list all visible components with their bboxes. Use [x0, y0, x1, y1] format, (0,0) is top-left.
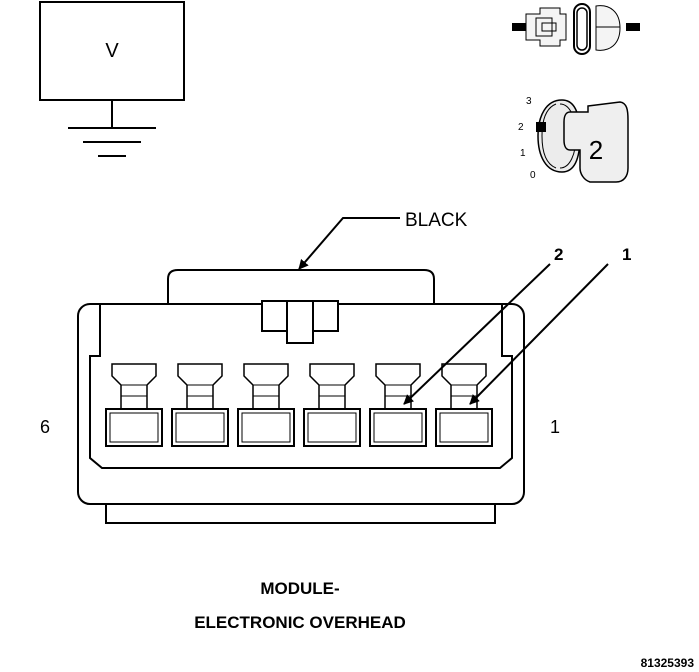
key-icon: 2 — [536, 99, 629, 183]
pin-callouts: 2 1 — [403, 245, 631, 405]
pin-number-right: 1 — [550, 417, 560, 437]
pin-number-left: 6 — [40, 417, 50, 437]
scale-tick-2: 2 — [518, 122, 524, 133]
callout-2-label: 2 — [554, 245, 563, 264]
voltage-box: V — [39, 1, 185, 101]
cavity-3 — [303, 363, 361, 447]
caption-line-1: MODULE- — [260, 579, 339, 598]
cavity-6 — [105, 363, 163, 447]
inline-connector-icon — [512, 3, 640, 55]
cavity-4 — [237, 363, 295, 447]
ground-icon — [68, 100, 156, 157]
caption-line-2: ELECTRONIC OVERHEAD — [194, 613, 406, 632]
cavity-5 — [171, 363, 229, 447]
color-callout: BLACK — [298, 210, 468, 270]
scale-tick-0: 0 — [530, 170, 536, 181]
scale-tick-1: 1 — [520, 148, 526, 159]
cavity-row — [105, 363, 493, 447]
latch-tab — [261, 300, 339, 344]
cavity-2 — [369, 363, 427, 447]
position-scale: 3 2 1 0 — [518, 96, 536, 181]
connector-color-label: BLACK — [405, 210, 468, 231]
scale-tick-3: 3 — [526, 96, 532, 107]
callout-1-label: 1 — [622, 245, 631, 264]
figure-number: 81325393 — [641, 656, 695, 670]
voltage-label: V — [105, 40, 119, 62]
connector-body — [77, 269, 525, 524]
key-position-label: 2 — [589, 135, 603, 165]
